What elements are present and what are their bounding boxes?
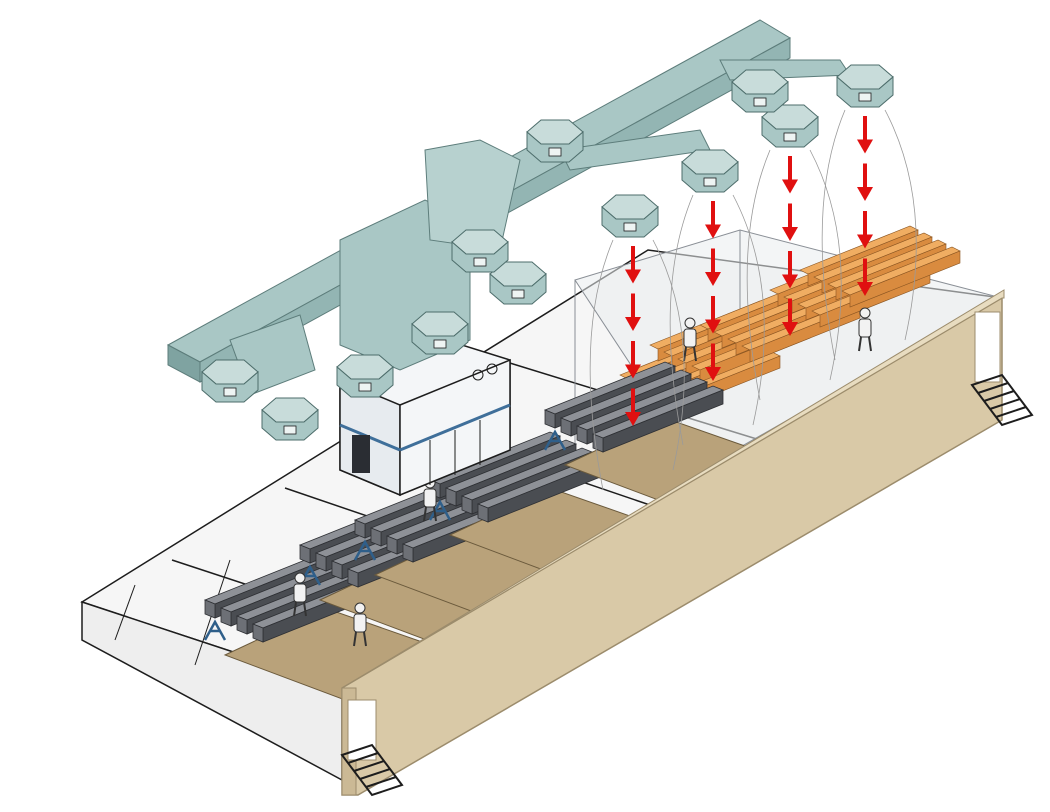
steel-beam <box>591 385 725 453</box>
stand <box>543 429 567 451</box>
airflow-arrow-icon <box>782 203 798 241</box>
wooden-stand <box>799 225 961 308</box>
worker-icon <box>353 602 367 647</box>
air-diffuser-icon <box>731 69 789 113</box>
airflow-arrow-icon <box>625 388 641 426</box>
air-diffusers <box>201 64 894 441</box>
air-diffuser-icon <box>601 194 659 238</box>
airflow-arrow-icon <box>705 201 721 239</box>
airflow-arrows <box>625 116 873 426</box>
airflow-arrow-icon <box>782 251 798 289</box>
airflow-arrow-icon <box>625 293 641 331</box>
stand <box>203 619 227 641</box>
worker-icon <box>858 307 872 352</box>
airflow-arrow-icon <box>705 343 721 381</box>
airflow-arrow-icon <box>625 341 641 379</box>
air-diffuser-icon <box>526 119 584 163</box>
airflow-arrow-icon <box>857 211 873 249</box>
air-diffuser-icon <box>836 64 894 108</box>
airflow-arrow-icon <box>705 248 721 286</box>
airflow-cone <box>821 109 917 361</box>
stand <box>428 499 452 521</box>
work-line <box>428 431 672 581</box>
stairs-icon <box>970 373 1034 427</box>
air-diffuser-icon <box>681 149 739 193</box>
air-diffuser-icon <box>451 229 509 273</box>
air-diffuser-icon <box>411 311 469 355</box>
air-diffuser-icon <box>336 354 394 398</box>
airflow-arrow-icon <box>857 258 873 296</box>
airflow-cone <box>746 149 842 401</box>
airflow-arrow-icon <box>782 156 798 194</box>
work-lines <box>203 361 787 701</box>
airflow-arrow-icon <box>857 116 873 154</box>
stairs <box>340 373 1034 797</box>
airflow-cone <box>589 239 685 491</box>
workers <box>293 307 872 647</box>
airflow-arrow-icon <box>625 246 641 284</box>
worker-icon <box>683 317 697 362</box>
stand <box>353 539 377 561</box>
worker-icon <box>293 572 307 617</box>
wall-panel-icon <box>341 289 1005 796</box>
stairs-icon <box>340 743 404 797</box>
airflow-arrow-icon <box>857 163 873 201</box>
airflow-cones <box>589 109 917 491</box>
airflow-arrow-icon <box>782 298 798 336</box>
air-diffuser-icon <box>261 397 319 441</box>
airflow-arrow-icon <box>705 296 721 334</box>
work-line <box>543 361 787 511</box>
airflow-cone <box>669 194 765 446</box>
air-diffuser-icon <box>201 359 259 403</box>
